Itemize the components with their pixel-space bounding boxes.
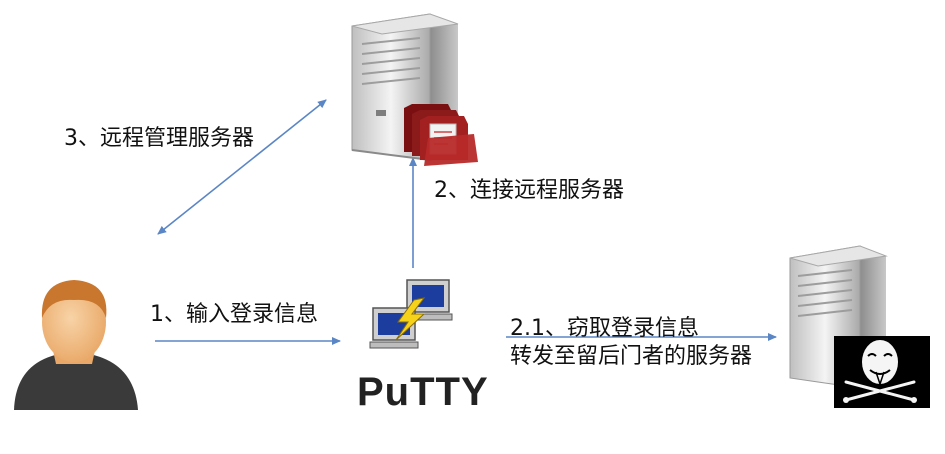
putty-title: PuTTY [357, 370, 489, 414]
anonymous-mask-icon [834, 336, 930, 408]
arrow-remote-manage [157, 99, 327, 235]
folder-stack-icon [404, 104, 478, 166]
label-steal-line1: 2.1、窃取登录信息 [510, 316, 699, 341]
user-avatar-icon [14, 280, 138, 410]
label-steal-line2: 转发至留后门者的服务器 [510, 344, 753, 369]
label-input-login: 1、输入登录信息 [150, 302, 318, 327]
label-remote-manage: 3、远程管理服务器 [64, 126, 254, 151]
label-connect-remote: 2、连接远程服务器 [434, 178, 624, 203]
putty-computer-icon [369, 279, 453, 349]
